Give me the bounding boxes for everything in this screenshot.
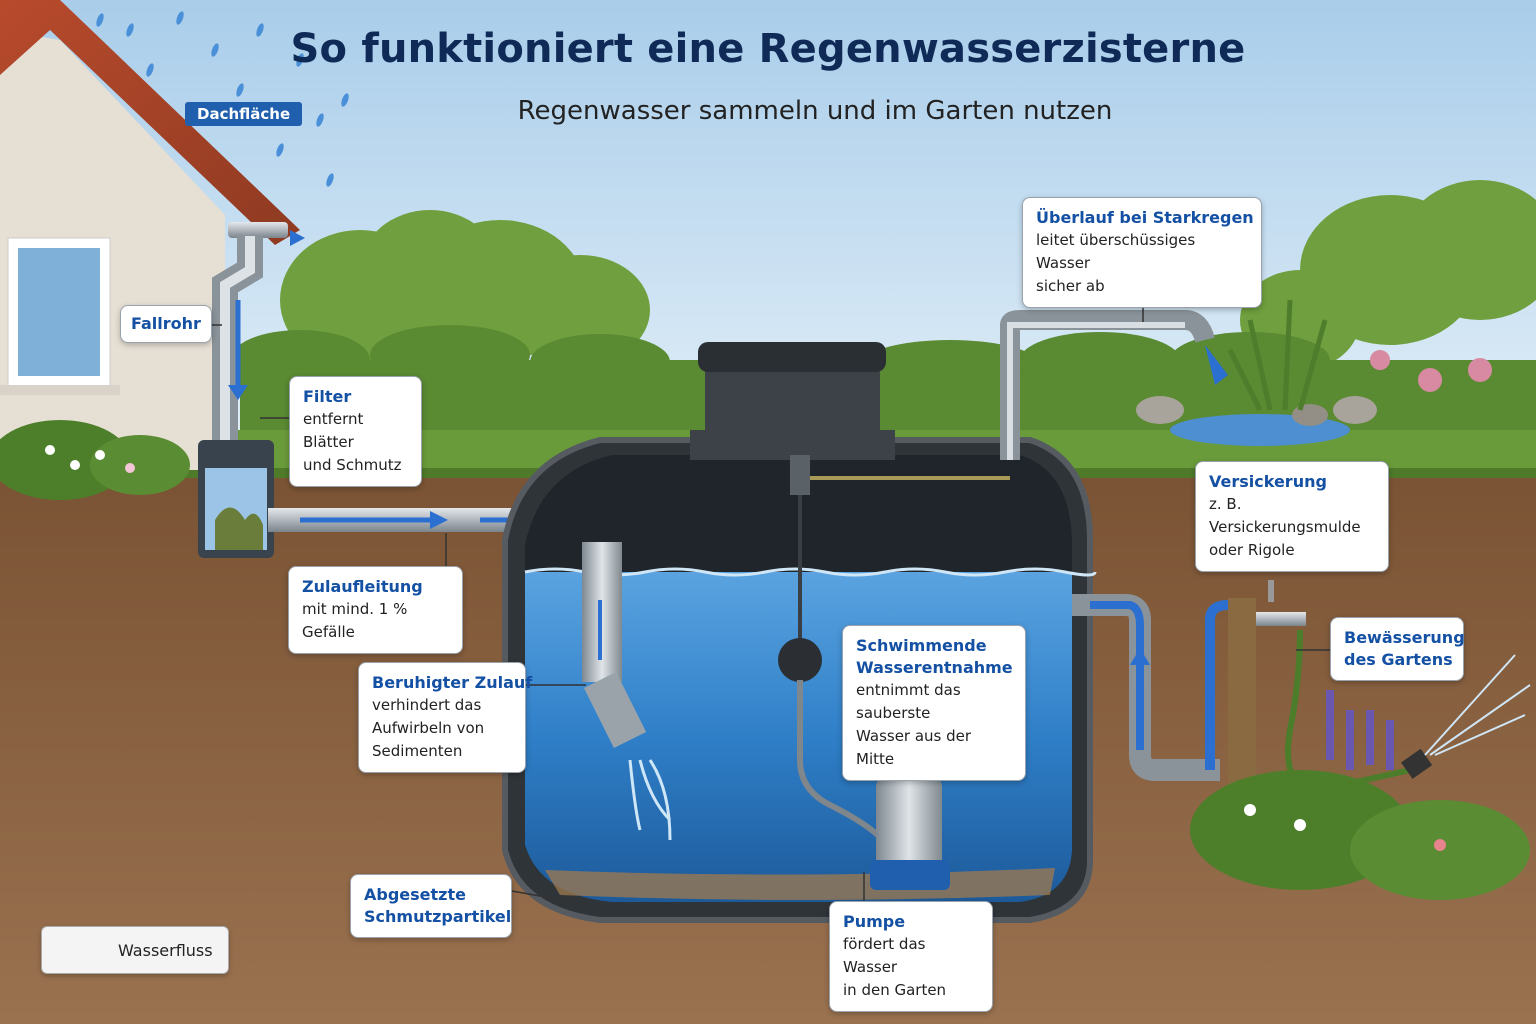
callout-filter-line1: entfernt Blätter (303, 410, 364, 451)
overflow-pipe (1000, 310, 1228, 460)
house (0, 0, 300, 470)
callout-bewaesserung: Bewässerung des Gartens (1330, 617, 1465, 681)
callout-zulaufleitung: Zulaufleitung mit mind. 1 % Gefälle (288, 566, 463, 654)
callout-beruhigt-line2: Aufwirbeln von (372, 719, 485, 737)
callout-filter-line2: und Schmutz (303, 456, 402, 474)
callout-versickerung: Versickerung z. B. Versickerungsmulde od… (1195, 461, 1389, 572)
calmed-inlet-pipe (582, 542, 672, 841)
callout-fallrohr: Fallrohr (120, 305, 212, 343)
callout-pumpe-line2: in den Garten (843, 981, 947, 999)
cistern-dome (690, 342, 895, 460)
callout-pumpe: Pumpe fördert das Wasser in den Garten (829, 901, 993, 1012)
callout-bewaesserung-title1: Bewässerung (1344, 628, 1465, 647)
shrubs-left (0, 420, 190, 500)
callout-zulauf-title: Zulaufleitung (302, 577, 423, 596)
floating-extraction (778, 455, 1010, 852)
page-title: So funktioniert eine Regenwasserzisterne (290, 26, 1246, 72)
legend-label: Wasserfluss (118, 940, 213, 960)
page-subtitle: Regenwasser sammeln und im Garten nutzen (517, 96, 1113, 126)
callout-bewaesserung-title2: des Gartens (1344, 650, 1453, 669)
legend-arrow-spacer (58, 945, 108, 955)
callout-ueberlauf-line2: sicher ab (1036, 277, 1105, 295)
callout-pumpe-line1: fördert das Wasser (843, 935, 926, 976)
callout-versickerung-line1: z. B. Versickerungsmulde (1209, 495, 1361, 536)
callout-ueberlauf-line1: leitet überschüssiges Wasser (1036, 231, 1196, 272)
filter-unit (198, 440, 274, 558)
callout-versickerung-title: Versickerung (1209, 472, 1327, 491)
callout-schwimmend-title1: Schwimmende (856, 636, 987, 655)
callout-zulauf-line1: mit mind. 1 % Gefälle (302, 600, 408, 641)
callout-beruhigter-zulauf: Beruhigter Zulauf verhindert das Aufwirb… (358, 662, 533, 773)
callout-schwimmend-line1: entnimmt das sauberste (856, 681, 961, 722)
callout-fallrohr-title: Fallrohr (131, 314, 201, 333)
callout-abgesetzt-title2: Schmutzpartikel (364, 907, 512, 926)
callout-schwimmend-line2: Wasser aus der Mitte (856, 727, 972, 768)
submersible-pump (870, 762, 950, 890)
callout-beruhigt-title: Beruhigter Zulauf (372, 673, 533, 692)
garden-plants (1190, 690, 1530, 900)
callout-ueberlauf: Überlauf bei Starkregen leitet überschüs… (1022, 197, 1262, 308)
callout-filter-title: Filter (303, 387, 352, 406)
outlet-pipe (1072, 594, 1229, 781)
callout-schwimmend-title2: Wasserentnahme (856, 658, 1013, 677)
callout-beruhigt-line1: verhindert das (372, 696, 482, 714)
callout-schwimmende-wasserentnahme: Schwimmende Wasserentnahme entnimmt das … (842, 625, 1026, 781)
callout-pumpe-title: Pumpe (843, 912, 906, 931)
rain-drops (96, 11, 349, 187)
callout-filter: Filter entfernt Blätter und Schmutz (289, 376, 422, 487)
callout-beruhigt-line3: Sedimenten (372, 742, 463, 760)
roof-label: Dachfläche (185, 102, 303, 126)
infiltration-area (1136, 299, 1492, 446)
callout-abgesetzt-title1: Abgesetzte (364, 885, 466, 904)
callout-versickerung-line2: oder Rigole (1209, 541, 1295, 559)
legend: Wasserfluss (41, 926, 229, 974)
downpipe (212, 222, 305, 450)
callout-ueberlauf-title: Überlauf bei Starkregen (1036, 208, 1254, 227)
callout-abgesetzte-schmutzpartikel: Abgesetzte Schmutzpartikel (350, 874, 512, 938)
